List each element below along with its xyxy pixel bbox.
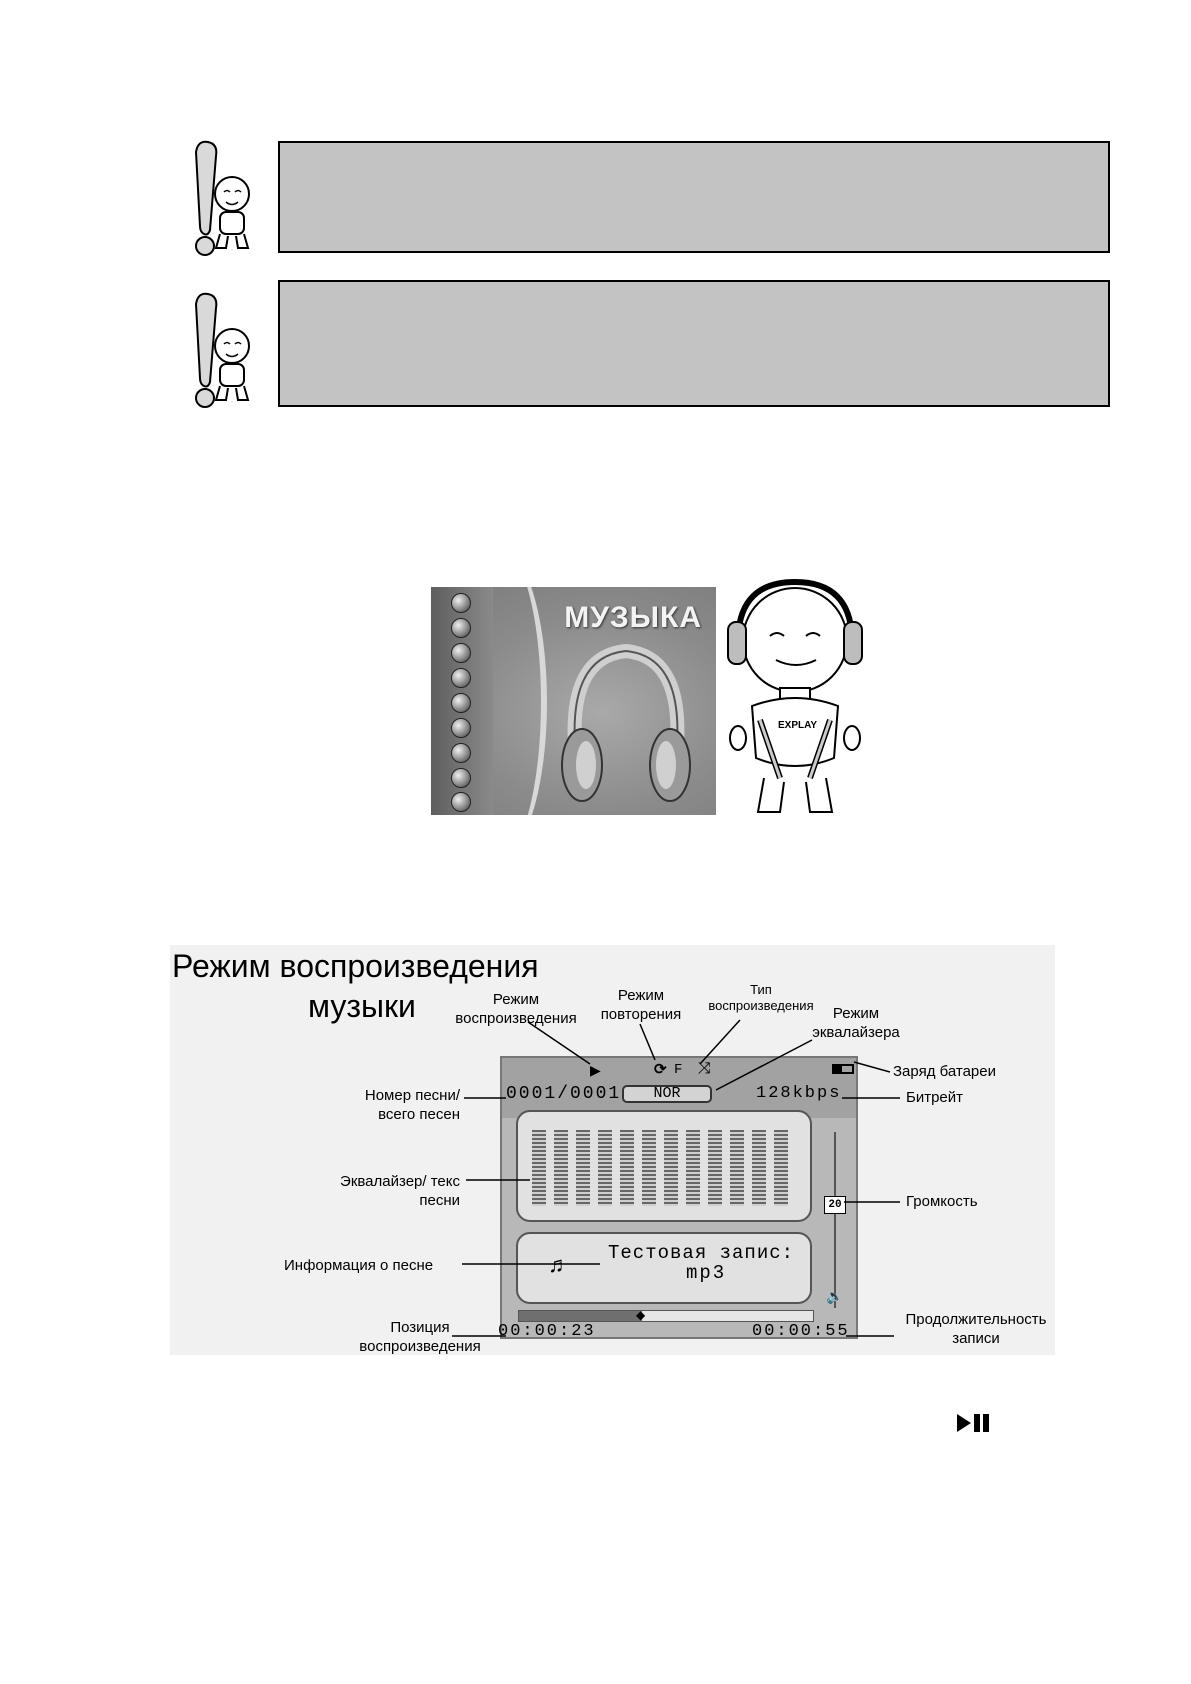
play-pause-icon	[955, 1412, 991, 1434]
